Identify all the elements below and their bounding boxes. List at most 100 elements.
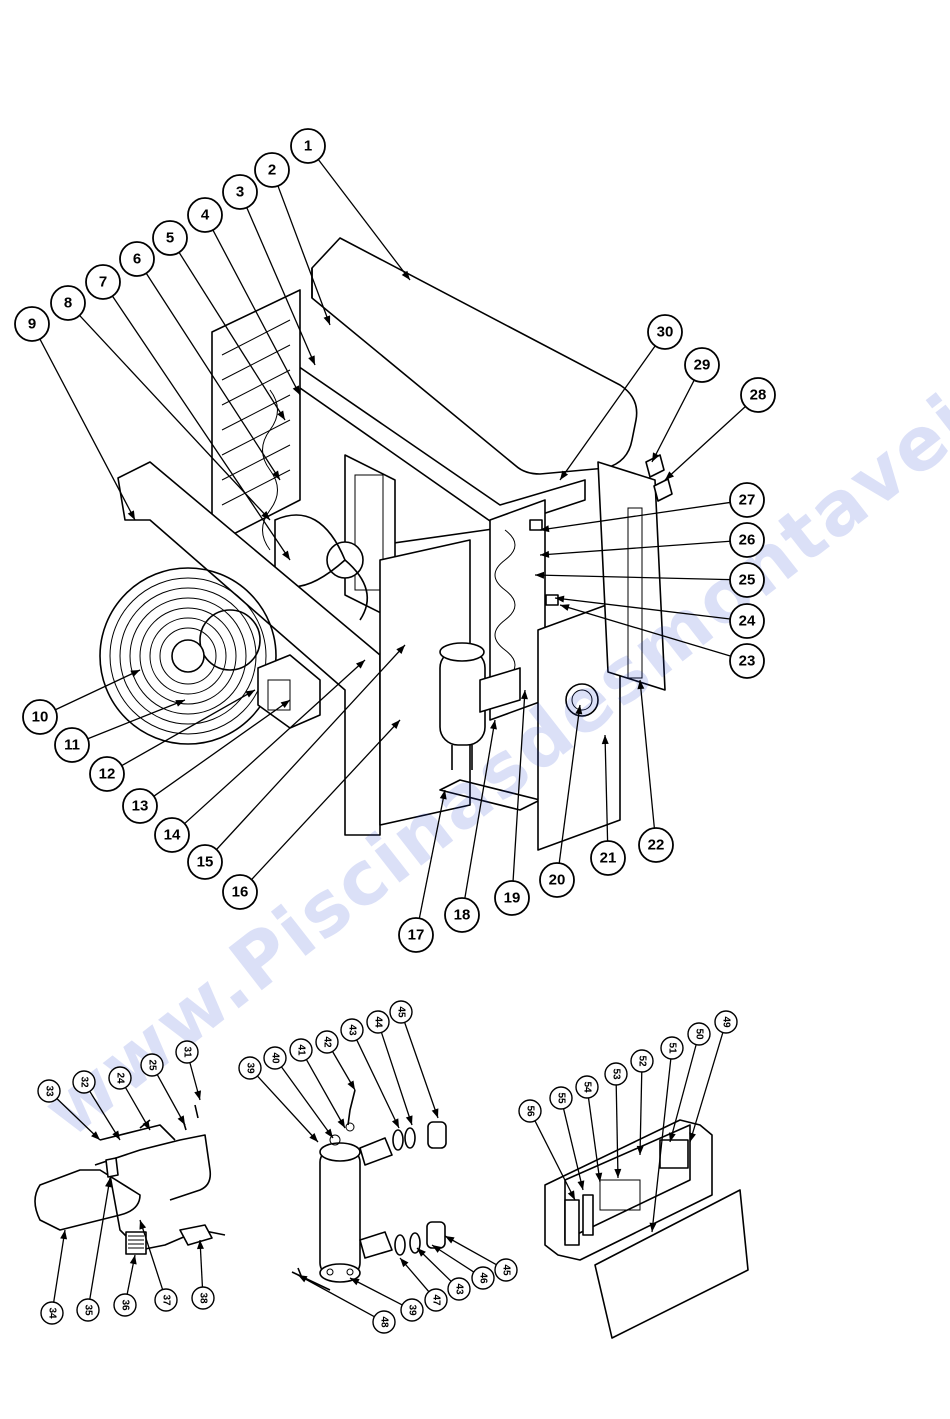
callout-main-assembly-27: 27 xyxy=(730,483,764,517)
callout-main-assembly-11: 11 xyxy=(55,728,89,762)
leader-line xyxy=(54,1230,65,1302)
callout-number: 21 xyxy=(600,850,617,867)
callout-main-assembly-17: 17 xyxy=(399,918,433,952)
callout-main-assembly-28: 28 xyxy=(741,378,775,412)
callout-number: 23 xyxy=(739,653,756,670)
callout-refrigerant-piping-24: 24 xyxy=(109,1067,131,1089)
callout-control-box-54: 54 xyxy=(576,1076,598,1098)
callout-refrigerant-piping-37: 37 xyxy=(155,1289,177,1311)
leader-arrowhead xyxy=(445,1236,455,1243)
callout-main-assembly-18: 18 xyxy=(445,898,479,932)
callout-number: 31 xyxy=(182,1046,193,1058)
leader-line xyxy=(665,406,745,480)
callout-heat-exchanger-47: 47 xyxy=(425,1289,447,1311)
callout-refrigerant-piping-36: 36 xyxy=(114,1294,136,1316)
callout-main-assembly-6: 6 xyxy=(120,242,154,276)
callout-number: 45 xyxy=(396,1006,407,1018)
callout-number: 41 xyxy=(296,1044,307,1056)
callout-number: 44 xyxy=(373,1016,384,1028)
callout-heat-exchanger-43: 43 xyxy=(341,1019,363,1041)
callout-main-assembly-12: 12 xyxy=(90,757,124,791)
callout-control-box-56: 56 xyxy=(519,1100,541,1122)
callout-main-assembly-2: 2 xyxy=(255,153,289,187)
callout-main-assembly-10: 10 xyxy=(23,700,57,734)
callout-number: 10 xyxy=(32,709,49,726)
callout-number: 36 xyxy=(120,1299,131,1311)
callout-number: 19 xyxy=(504,890,521,907)
callout-number: 48 xyxy=(379,1316,390,1328)
callout-control-box-53: 53 xyxy=(605,1063,627,1085)
callout-number: 39 xyxy=(407,1304,418,1316)
heat-exchanger-drawing xyxy=(292,1090,446,1290)
callout-number: 45 xyxy=(501,1264,512,1276)
leader-arrowhead xyxy=(325,1129,333,1138)
control-box-drawing xyxy=(545,1120,748,1338)
callout-number: 13 xyxy=(132,798,149,815)
callout-control-box-50: 50 xyxy=(688,1023,710,1045)
leader-arrowhead xyxy=(347,1080,355,1090)
callout-number: 52 xyxy=(637,1055,648,1067)
callout-main-assembly-7: 7 xyxy=(86,265,120,299)
callout-main-assembly-5: 5 xyxy=(153,221,187,255)
callout-number: 43 xyxy=(454,1283,465,1295)
callout-heat-exchanger-45: 45 xyxy=(495,1259,517,1281)
callout-number: 16 xyxy=(232,884,249,901)
callout-refrigerant-piping-35: 35 xyxy=(77,1299,99,1321)
callout-heat-exchanger-42: 42 xyxy=(316,1031,338,1053)
callout-main-assembly-26: 26 xyxy=(730,523,764,557)
callout-refrigerant-piping-32: 32 xyxy=(73,1071,95,1093)
callout-number: 11 xyxy=(64,737,80,754)
callout-main-assembly-14: 14 xyxy=(155,818,189,852)
leader-arrowhead xyxy=(245,690,255,697)
callout-main-assembly-19: 19 xyxy=(495,881,529,915)
callout-number: 56 xyxy=(525,1105,536,1117)
leader-line xyxy=(257,1076,318,1142)
callout-heat-exchanger-39: 39 xyxy=(401,1299,423,1321)
callout-control-box-51: 51 xyxy=(661,1037,683,1059)
leader-line xyxy=(357,1040,399,1128)
callout-number: 1 xyxy=(304,138,312,155)
leader-arrowhead xyxy=(139,1220,146,1230)
callout-number: 39 xyxy=(245,1062,256,1074)
callout-number: 38 xyxy=(198,1292,209,1304)
leader-arrowhead xyxy=(649,1223,656,1232)
callout-main-assembly-25: 25 xyxy=(730,563,764,597)
callout-number: 8 xyxy=(64,295,72,312)
leader-arrowhead xyxy=(308,355,315,365)
callout-number: 17 xyxy=(408,927,425,944)
leader-arrowhead xyxy=(432,1108,439,1118)
callout-heat-exchanger-41: 41 xyxy=(290,1039,312,1061)
callout-number: 24 xyxy=(739,613,756,630)
callout-heat-exchanger-43: 43 xyxy=(448,1278,470,1300)
callout-number: 51 xyxy=(667,1042,678,1054)
callout-heat-exchanger-39: 39 xyxy=(239,1057,261,1079)
callout-control-box-55: 55 xyxy=(550,1087,572,1109)
callout-main-assembly-1: 1 xyxy=(291,129,325,163)
leader-arrowhead xyxy=(350,1278,360,1285)
leader-arrowhead xyxy=(175,700,185,707)
leader-arrowhead xyxy=(178,1115,185,1125)
leader-arrowhead xyxy=(112,1131,120,1140)
leader-arrowhead xyxy=(130,670,140,677)
leader-arrowhead xyxy=(298,1275,308,1282)
callout-number: 43 xyxy=(347,1024,358,1036)
callout-number: 32 xyxy=(79,1076,90,1088)
callout-main-assembly-22: 22 xyxy=(639,828,673,862)
callout-number: 6 xyxy=(133,251,141,268)
leader-arrowhead xyxy=(60,1230,67,1239)
callout-main-assembly-29: 29 xyxy=(685,348,719,382)
callout-number: 29 xyxy=(694,357,711,374)
leader-line xyxy=(90,1178,110,1299)
leader-line xyxy=(88,700,185,739)
callout-number: 55 xyxy=(556,1092,567,1104)
leader-arrowhead xyxy=(392,1118,399,1128)
callout-main-assembly-21: 21 xyxy=(591,841,625,875)
leader-line xyxy=(55,670,140,710)
callout-number: 20 xyxy=(549,872,566,889)
callout-number: 3 xyxy=(236,184,244,201)
leader-arrowhead xyxy=(194,1090,201,1100)
leader-arrowhead xyxy=(338,1118,345,1128)
callout-heat-exchanger-46: 46 xyxy=(472,1267,494,1289)
callout-number: 42 xyxy=(322,1036,333,1048)
